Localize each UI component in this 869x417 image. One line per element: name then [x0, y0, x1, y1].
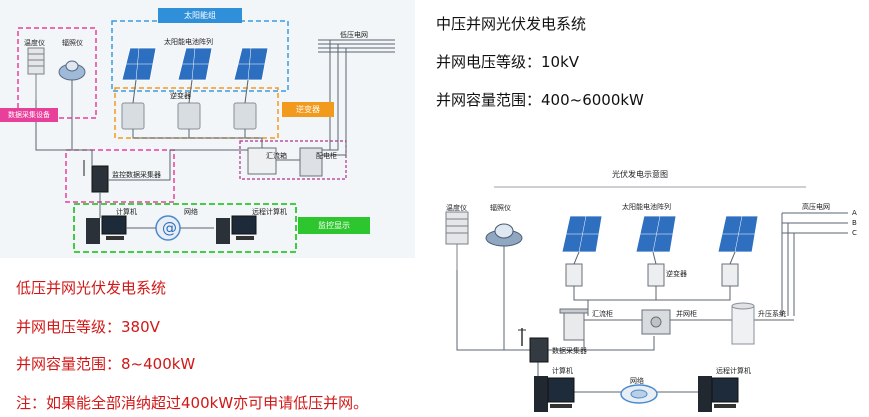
rd-remote-computer-device	[698, 376, 739, 412]
mv-capacity-range: 并网容量范围：400~6000kW	[436, 91, 644, 109]
rd-network-icon	[620, 384, 658, 404]
svg-text:@: @	[162, 219, 177, 237]
rd-solar-panel-1	[561, 215, 603, 253]
combiner-box	[247, 147, 277, 175]
rd-temp-meter-label: 温度仪	[446, 204, 467, 212]
data-collection-tag: 数据采集设备	[0, 108, 58, 122]
computer-label: 计算机	[116, 208, 137, 216]
rd-inverter-3	[721, 263, 739, 287]
rd-remote-computer-label: 远程计算机	[716, 367, 751, 375]
mv-voltage-level: 并网电压等级：10kV	[436, 53, 580, 71]
lv-capacity-range: 并网容量范围：8~400kW	[16, 355, 196, 373]
solar-panel-1	[121, 47, 157, 81]
low-voltage-diagram: @ 太阳能组 温度仪 辐照仪 太阳能电池阵列 低压电网 逆变器 逆变器 汇流箱 …	[0, 0, 415, 258]
rd-data-collector-device	[518, 328, 549, 363]
rd-data-collector-label: 数据采集器	[552, 347, 587, 355]
meter-cabinet-label: 配电柜	[316, 152, 337, 160]
rd-boost-label: 升压系统	[758, 310, 786, 318]
rd-computer-device	[534, 376, 575, 412]
inverter-1	[121, 102, 145, 130]
temp-meter-device	[27, 47, 45, 100]
rd-inverter-1	[565, 263, 583, 287]
rd-computer-label: 计算机	[552, 367, 573, 375]
rd-solar-panel-2	[635, 215, 677, 253]
rd-irradiance-meter-device	[485, 223, 523, 247]
solar-panel-3	[233, 47, 269, 81]
grid-label: 低压电网	[340, 31, 368, 39]
temp-meter-label: 温度仪	[24, 39, 45, 47]
high-voltage-lines	[781, 212, 848, 316]
network-label: 网络	[184, 208, 198, 216]
inverter-2	[177, 102, 201, 130]
rd-inverter-label: 逆变器	[666, 270, 687, 278]
combiner-label: 汇流箱	[266, 152, 287, 160]
lv-system-title: 低压并网光伏发电系统	[16, 279, 167, 297]
sensor-group-box	[17, 27, 97, 119]
rd-temp-meter-device	[445, 211, 469, 270]
data-collector-device	[35, 80, 248, 218]
rd-phase-b: B	[852, 219, 857, 227]
remote-computer-device	[216, 215, 257, 244]
lv-voltage-level: 并网电压等级：380V	[16, 318, 160, 336]
rd-array-label: 太阳能电池阵列	[622, 203, 671, 211]
lv-note: 注：如果能全部消纳超过400kW亦可申请低压并网。	[16, 394, 369, 412]
rd-network-label: 网络	[630, 377, 644, 385]
array-label: 太阳能电池阵列	[164, 38, 213, 46]
monitor-display-tag: 监控显示	[298, 217, 370, 234]
inverter-tag: 逆变器	[282, 102, 334, 117]
combiner-group-box	[239, 140, 347, 180]
rd-grid-label: 高压电网	[802, 203, 830, 211]
monitor-group-box	[73, 203, 297, 253]
rd-title: 光伏发电示意图	[612, 170, 668, 179]
inverter-3	[233, 102, 257, 130]
solar-group-tag: 太阳能组	[158, 8, 242, 23]
rd-phase-c: C	[852, 229, 857, 237]
mv-system-title: 中压并网光伏发电系统	[436, 15, 587, 33]
pv-schematic-drawing	[445, 186, 848, 412]
irradiance-meter-device	[58, 60, 86, 81]
data-collector-label: 监控数据采集器	[112, 171, 161, 179]
rd-inverter-2	[647, 263, 665, 287]
rd-solar-panel-3	[717, 215, 759, 253]
inverter-label: 逆变器	[170, 92, 191, 100]
inverter-group-box	[114, 87, 279, 139]
rd-phase-a: A	[852, 209, 857, 217]
rd-grid-cabinet-label: 并网柜	[676, 310, 697, 318]
network-at-icon: @	[126, 215, 214, 241]
solar-panel-2	[177, 47, 213, 81]
computer-device	[86, 215, 127, 244]
irradiance-meter-label: 辐照仪	[62, 39, 83, 47]
rd-boost-system	[731, 302, 755, 345]
low-voltage-diagram-drawing: @	[17, 20, 395, 253]
pv-schematic-diagram: 光伏发电示意图 温度仪 辐照仪 太阳能电池阵列 高压电网 A B C 逆变器 汇…	[436, 160, 869, 417]
rd-grid-cabinet	[641, 309, 671, 335]
rd-combiner-box	[559, 308, 589, 341]
remote-computer-label: 远程计算机	[252, 208, 287, 216]
rd-irradiance-meter-label: 辐照仪	[490, 204, 511, 212]
meter-cabinet	[299, 147, 323, 177]
rd-combiner-label: 汇流柜	[592, 310, 613, 318]
